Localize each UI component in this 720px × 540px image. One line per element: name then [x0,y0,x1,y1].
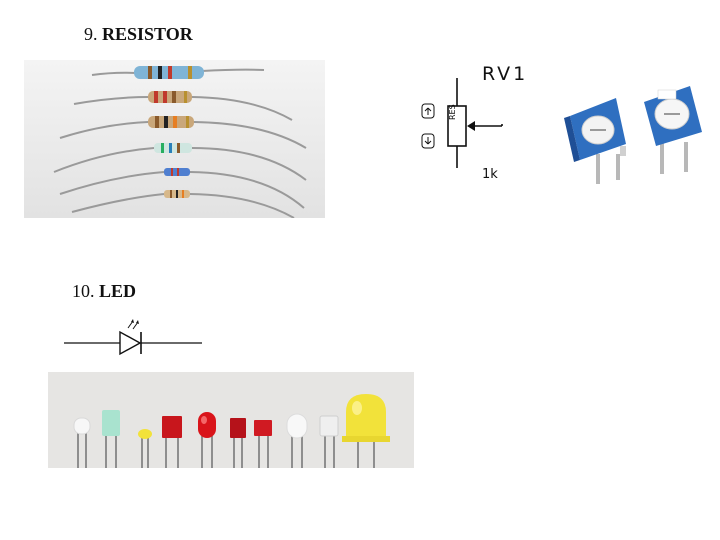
led-red-round [198,412,216,438]
led-triangle [119,330,142,356]
led-yellow-large [342,394,390,442]
led-heading-number: 10. [72,281,95,301]
led-red-flat [254,420,272,436]
resistor-heading-title: RESISTOR [102,24,193,44]
led-clear-square [319,415,339,437]
trimmer-left [564,98,626,184]
rv-pin-marker-top [421,103,435,119]
resistor-blue [91,66,265,79]
led-yellow-tiny [138,429,152,439]
led-green-rectangular [102,410,120,436]
led-heading-title: LED [99,281,137,301]
rv-wiper-arrowhead [467,121,475,131]
variable-resistor-schematic [410,58,550,188]
resistor-tan-1 [73,91,293,121]
led-white-round [286,413,308,439]
resistors-photo [24,60,325,218]
trimmer-potentiometers-photo [560,60,720,200]
led-emission-arrows [127,319,139,330]
led-red-small-square [230,418,246,438]
led-red-square [162,416,182,438]
rv-pin-marker-bottom [421,133,435,149]
trimmer-illustration [564,86,702,184]
resistor-tan-2 [59,116,307,149]
resistor-small-blue [59,168,305,209]
led-white-small [73,417,91,435]
leds-illustration [48,372,414,468]
resistor-light [53,143,307,181]
resistor-heading-number: 9. [84,24,98,44]
rv-value-label: 1k [482,167,498,182]
rv-body [447,105,467,147]
resistor-heading: 9. RESISTOR [84,24,193,45]
leds-photo [48,372,414,468]
resistors-illustration [24,60,325,218]
trimmer-right [644,86,702,174]
resistor-small-tan [71,190,295,218]
rv-body-text: RES [448,104,457,120]
led-schematic-symbol [62,314,206,362]
led-heading: 10. LED [72,281,136,302]
rv-designator-label: RV1 [482,63,529,85]
